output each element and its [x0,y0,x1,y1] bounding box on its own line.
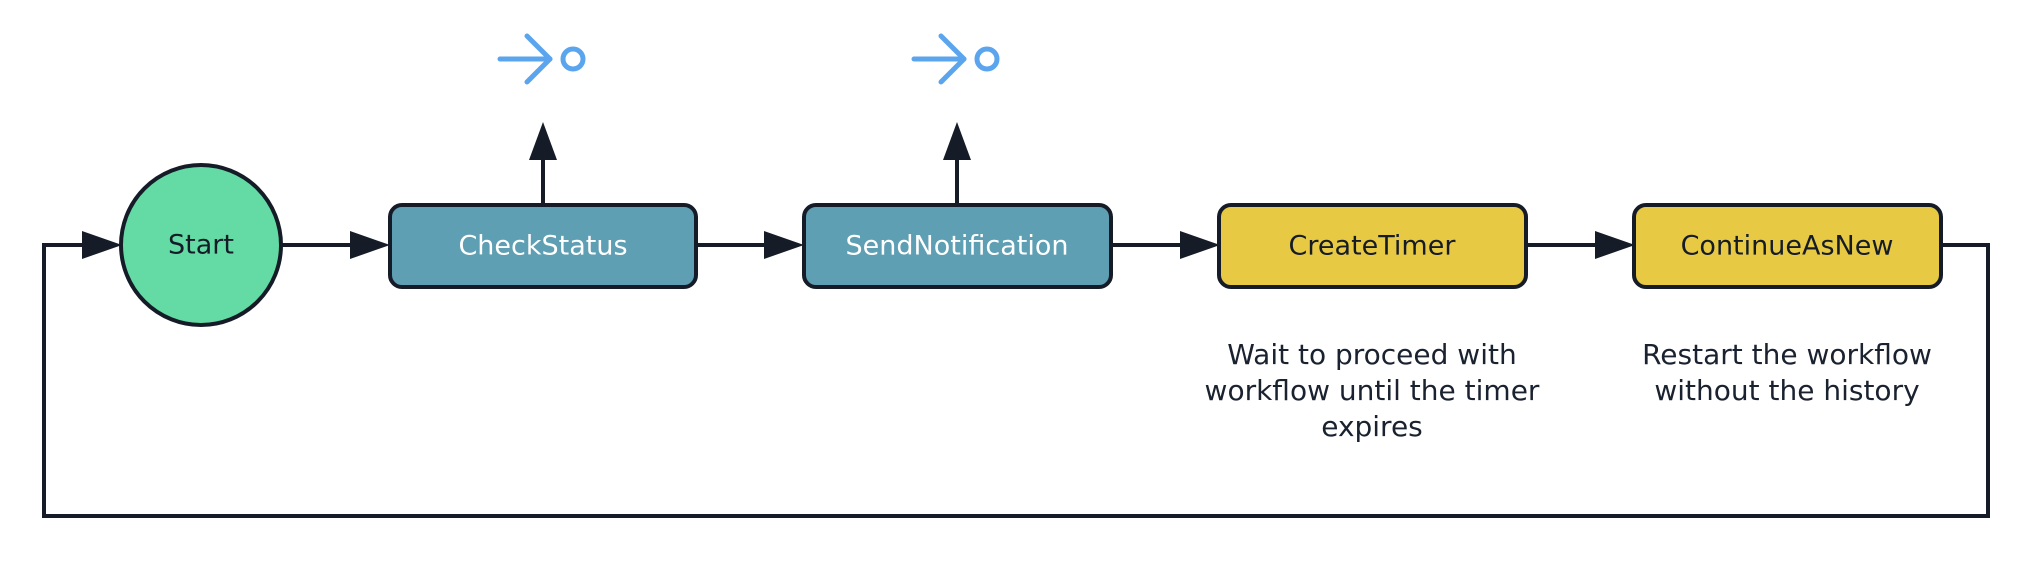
arrowhead-createtimer [1180,231,1220,259]
continue-as-new-note-line-1: Restart the workflow [1642,338,1932,371]
continue-as-new-note-line-2: without the history [1654,374,1919,407]
arrowhead-continueasnew [1595,231,1635,259]
create-timer-note-line-3: expires [1321,410,1423,443]
continue-as-new-node: ContinueAsNew [1632,203,1943,289]
create-timer-node: CreateTimer [1217,203,1528,289]
arrow-to-circle-icon [497,33,586,85]
check-status-node: CheckStatus [388,203,698,289]
connectors [42,122,1990,518]
check-status-label: CheckStatus [458,231,627,262]
send-notification-node: SendNotification [802,203,1113,289]
arrowhead-checkstatus [350,231,390,259]
create-timer-label: CreateTimer [1289,231,1457,262]
continue-as-new-label: ContinueAsNew [1681,231,1894,262]
arrow-to-circle-icon [911,33,1000,85]
arrowhead-sendnotification-up [943,122,971,160]
create-timer-note-line-1: Wait to proceed with [1227,338,1516,371]
arrowhead-start [82,231,122,259]
create-timer-note-line-2: workflow until the timer [1205,374,1540,407]
start-node: Start [119,163,283,327]
edge-loop-back-to-start [42,243,1990,518]
start-label: Start [168,230,234,261]
send-notification-label: SendNotification [846,231,1069,262]
continue-as-new-note: Restart the workflow without the history [1642,338,1932,407]
arrowhead-sendnotification [764,231,804,259]
arrowhead-checkstatus-up [529,122,557,160]
create-timer-note: Wait to proceed with workflow until the … [1205,338,1540,443]
